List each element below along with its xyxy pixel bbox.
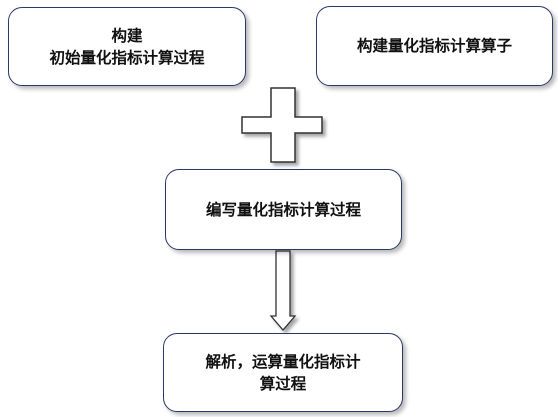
node-parse-compute: 解析，运算量化指标计 算过程 (163, 333, 403, 412)
node-label-line: 初始量化指标计算过程 (49, 47, 205, 67)
node-build-operator: 构建量化指标计算算子 (316, 6, 553, 86)
node-label-line: 构建量化指标计算算子 (356, 36, 512, 55)
arrow-down-icon (269, 250, 297, 331)
node-label-line: 构建 (111, 25, 143, 45)
node-label-line: 解析，运算量化指标计 (205, 351, 361, 371)
node-write-process: 编写量化指标计算过程 (165, 169, 402, 250)
node-build-initial-process: 构建 初始量化指标计算过程 (8, 7, 246, 86)
node-label-line: 算过程 (259, 373, 307, 393)
node-label-line: 编写量化指标计算过程 (205, 199, 361, 219)
plus-icon (241, 87, 323, 163)
